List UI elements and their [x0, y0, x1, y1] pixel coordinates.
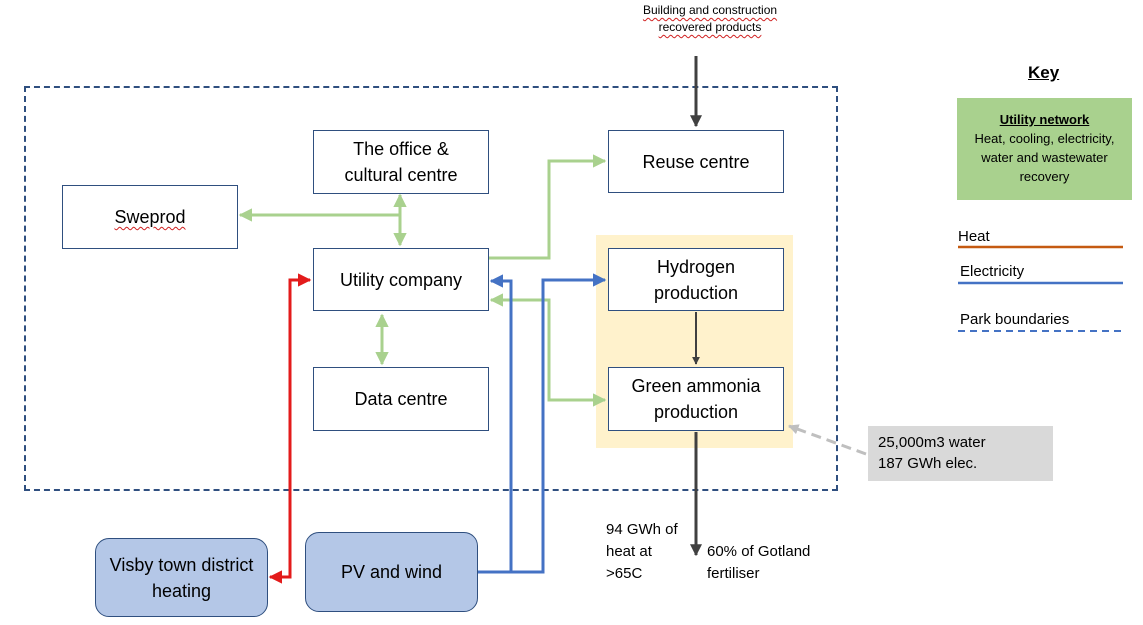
key-utility-network-desc: Heat, cooling, electricity, water and wa… [974, 131, 1115, 184]
sweprod-label: Sweprod [114, 207, 186, 227]
ammonia-inputs-electricity: 187 GWh elec. [878, 455, 978, 472]
data-centre-node: Data centre [313, 367, 489, 431]
link-utility-reuse [489, 154, 607, 260]
link-utility-visby-heat [268, 273, 312, 584]
pv-wind-label: PV and wind [340, 562, 443, 582]
link-pv-utility [478, 274, 513, 574]
link-pv-hydrogen [511, 273, 607, 574]
data-centre-label: Data centre [354, 389, 448, 409]
pv-wind-node: PV and wind [305, 532, 478, 612]
ammonia-label: Green ammonia production [631, 376, 761, 422]
key-utility-network-title: Utility network [999, 112, 1090, 127]
utility-network-links [238, 154, 607, 407]
reuse-centre-node: Reuse centre [608, 130, 784, 193]
office-label: The office & cultural centre [344, 139, 458, 185]
key-heat-label: Heat [958, 228, 990, 245]
key-electricity-label: Electricity [960, 263, 1025, 280]
ammonia-inputs-water: 25,000m3 water [878, 434, 986, 451]
visby-label: Visby town district heating [109, 554, 254, 601]
park-boundary [24, 86, 838, 491]
green-ammonia-production-node: Green ammonia production [608, 367, 784, 431]
fertiliser-output-label: 60% of Gotland fertiliser [707, 543, 811, 582]
utility-label: Utility company [339, 269, 463, 290]
hydrogen-production-node: Hydrogen production [608, 248, 784, 311]
hydrogen-label: Hydrogen production [653, 256, 739, 303]
key-title: Key [1028, 63, 1060, 82]
key-park-boundaries-label: Park boundaries [960, 311, 1070, 328]
office-cultural-centre-node: The office & cultural centre [313, 130, 489, 194]
key-utility-network: Utility network Heat, cooling, electrici… [957, 98, 1132, 200]
heat-output-label: 94 GWh of heat at >65C [606, 521, 678, 582]
electricity-links [478, 273, 607, 574]
sweprod-node: Sweprod [62, 185, 238, 249]
building-products-label: Building and construction recovered prod… [642, 3, 778, 34]
ammonia-inputs-box: 25,000m3 water 187 GWh elec. [868, 426, 1053, 481]
visby-district-heating-node: Visby town district heating [95, 538, 268, 617]
utility-company-node: Utility company [313, 248, 489, 311]
reuse-label: Reuse centre [642, 151, 750, 172]
link-ammonia-utility [489, 293, 607, 407]
flow-inputs-ammonia [788, 424, 867, 456]
